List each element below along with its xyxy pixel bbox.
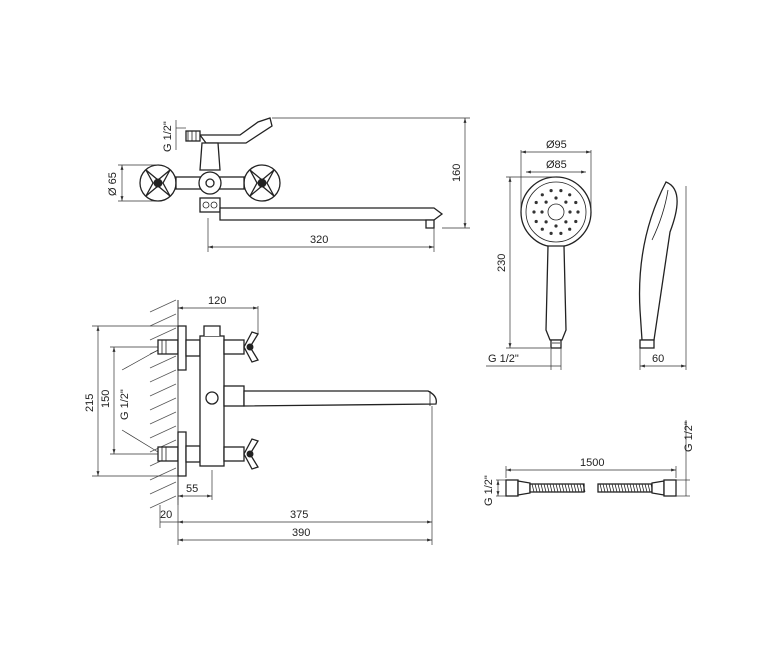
dim-hose-thread-left: G 1/2" — [483, 475, 495, 506]
dim-spout-reach-front: 375 — [290, 509, 308, 521]
outlet-top — [199, 197, 221, 213]
dim-shower-depth: 60 — [652, 353, 664, 365]
dim-wall-front: 20 — [160, 509, 172, 521]
left-handle-top — [139, 164, 177, 202]
diverter-knob-front — [205, 391, 219, 405]
nozzle-dot — [544, 220, 548, 224]
nozzle-dot — [544, 200, 548, 204]
shower-head-front — [520, 176, 592, 349]
right-handle-top — [243, 164, 281, 202]
dim-height-top: 160 — [451, 164, 463, 182]
dim-hose-length: 1500 — [580, 457, 604, 469]
dim-thread-top: G 1/2" — [162, 121, 174, 152]
dim-handle-dia-top: Ø 65 — [107, 172, 119, 196]
hose-segment-right — [597, 483, 654, 493]
dim-inner-dia: Ø85 — [546, 159, 567, 171]
nozzle-dot — [559, 189, 563, 193]
lower-handle-front — [223, 438, 259, 470]
nozzle-dot — [568, 227, 572, 231]
nozzle-dot — [576, 210, 580, 214]
dim-spout-top: 320 — [310, 234, 328, 246]
hose-segment-left — [529, 483, 586, 493]
upper-handle-front — [223, 331, 259, 363]
spout-top — [219, 207, 444, 221]
dim-outer-dia: Ø95 — [546, 139, 567, 151]
dim-height-front: 215 — [84, 394, 96, 412]
nozzle-dot — [564, 200, 568, 204]
upper-inlet — [157, 339, 179, 355]
hose-nut-right — [663, 479, 677, 497]
front-view: 120 215 150 G 1/2" 55 20 375 390 — [84, 295, 437, 545]
top-view: Ø 65 G 1/2" 160 320 — [107, 117, 470, 252]
shower-handle — [545, 245, 567, 341]
nozzle-dot — [554, 224, 558, 228]
nozzle-dot — [540, 193, 544, 197]
nozzle-dot — [568, 193, 572, 197]
nozzle-dot — [532, 210, 536, 214]
lower-inlet — [157, 446, 179, 462]
upper-flange — [177, 325, 187, 371]
nozzle-dot — [549, 231, 553, 235]
dim-top-width-front: 120 — [208, 295, 226, 307]
lower-flange — [177, 431, 187, 477]
spout-front — [243, 390, 437, 407]
nozzle-dot — [549, 189, 553, 193]
diverter-lever — [198, 117, 273, 144]
dim-shower-length: 230 — [496, 254, 508, 272]
nozzle-dot — [554, 196, 558, 200]
thread-inlet-top — [185, 130, 201, 142]
dim-centers-front: 150 — [100, 390, 112, 408]
nozzle-dot — [540, 210, 544, 214]
nozzle-dot — [534, 219, 538, 224]
nozzle-dot — [568, 210, 572, 214]
nozzle-dot — [540, 227, 544, 231]
nozzle-dot — [574, 200, 578, 205]
hose-nut-left — [505, 479, 519, 497]
spout-collar — [223, 385, 245, 407]
dim-total-front: 390 — [292, 527, 310, 539]
dim-hose-thread-right: G 1/2" — [683, 421, 695, 452]
shower-hose — [505, 479, 677, 497]
nozzle-dot — [534, 200, 538, 205]
dim-thread-front: G 1/2" — [119, 389, 131, 420]
shower-head-side — [638, 181, 678, 349]
shower-holder — [203, 325, 221, 336]
dim-eccentric-front: 55 — [186, 483, 198, 495]
dim-shower-thread: G 1/2" — [488, 353, 519, 365]
nozzle-dot — [574, 219, 578, 224]
nozzle-dot — [564, 220, 568, 224]
wall-hatch — [149, 299, 179, 509]
nozzle-dot — [559, 231, 563, 235]
shower-nozzles — [532, 189, 580, 235]
